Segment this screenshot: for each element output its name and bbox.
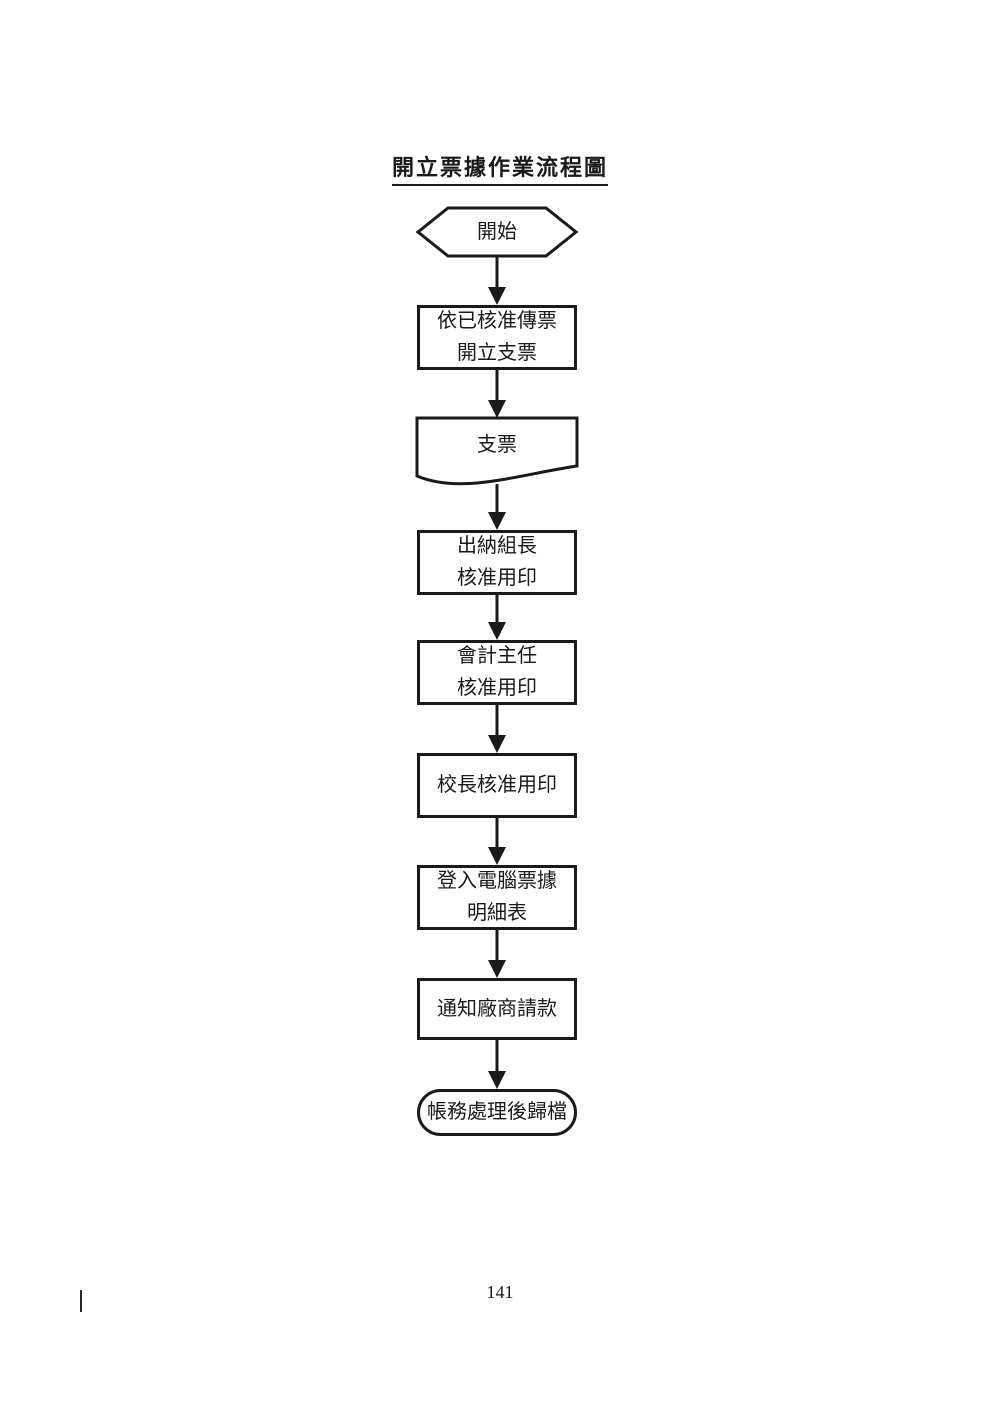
start-hexagon-shape (415, 206, 579, 258)
flow-node-step5-line1: 登入電腦票據 (437, 870, 557, 892)
margin-mark (80, 1290, 82, 1312)
flow-node-step1: 依已核准傳票 開立支票 (417, 305, 577, 370)
flow-node-step3-line2: 核准用印 (457, 677, 537, 699)
flow-node-step3: 會計主任 核准用印 (417, 640, 577, 705)
flow-node-step1-line2: 開立支票 (457, 342, 537, 364)
flow-node-step3-line1: 會計主任 (457, 645, 537, 667)
flow-node-step2-line2: 核准用印 (457, 567, 537, 589)
flow-node-step5: 登入電腦票據 明細表 (417, 865, 577, 930)
connector-step2-to-step3 (488, 595, 506, 640)
flow-node-start: 開始 (418, 208, 576, 256)
flow-node-step5-line2: 明細表 (467, 902, 527, 924)
page-number: 141 (486, 1282, 514, 1302)
connector-doc-to-step2 (488, 484, 506, 530)
flow-node-document: 支票 (418, 420, 576, 470)
flow-node-step6: 通知廠商請款 (417, 978, 577, 1040)
flow-node-step2-line1: 出納組長 (457, 535, 537, 557)
flow-node-end: 帳務處理後歸檔 (417, 1089, 577, 1136)
page-title: 開立票據作業流程圖 (300, 150, 700, 186)
document-shape (415, 416, 579, 486)
page-title-text: 開立票據作業流程圖 (391, 150, 608, 186)
connector-step3-to-step4 (488, 705, 506, 753)
connector-step1-to-doc (488, 370, 506, 418)
flow-node-step4: 校長核准用印 (417, 753, 577, 818)
flow-node-step6-line1: 通知廠商請款 (437, 997, 557, 1020)
flow-node-step1-line1: 依已核准傳票 (437, 310, 557, 332)
flow-node-step2: 出納組長 核准用印 (417, 530, 577, 595)
connector-step5-to-step6 (488, 930, 506, 978)
flow-node-end-label: 帳務處理後歸檔 (427, 1101, 567, 1123)
flow-node-start-label: 開始 (477, 220, 517, 243)
connector-step6-to-end (488, 1040, 506, 1089)
connector-step4-to-step5 (488, 818, 506, 865)
flow-node-step4-line1: 校長核准用印 (437, 774, 557, 796)
connector-start-to-step1 (488, 256, 506, 305)
flow-node-document-label: 支票 (477, 433, 517, 456)
